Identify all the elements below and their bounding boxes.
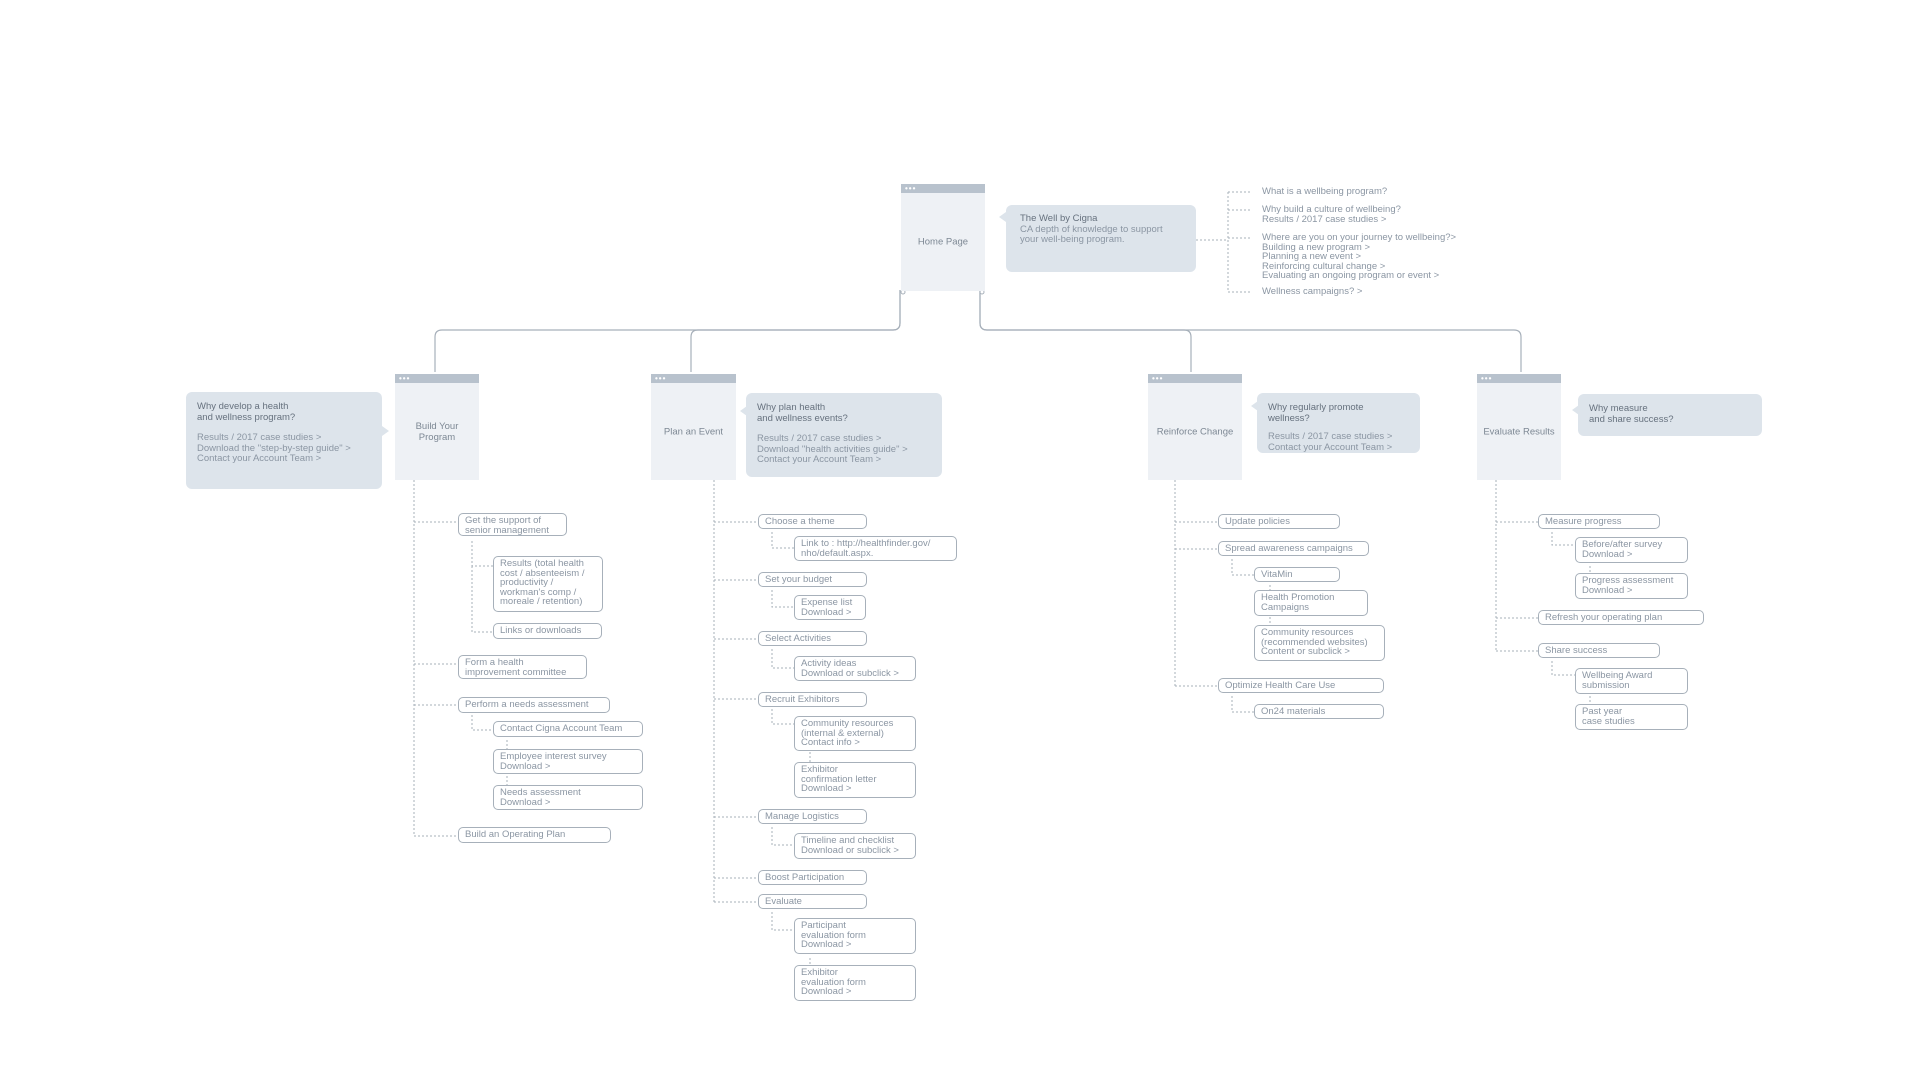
window-dots-icon: •••: [905, 184, 917, 193]
reinforce-change-title: Reinforce Change: [1156, 426, 1234, 437]
plan-subitem[interactable]: Participant evaluation form Download >: [794, 918, 916, 954]
evaluate-results-title: Evaluate Results: [1483, 426, 1555, 437]
callout-link[interactable]: Contact your Account Team >: [197, 453, 322, 464]
callout-pointer: [382, 426, 389, 436]
reinforce-callout: Why regularly promote wellness? Results …: [1257, 393, 1420, 453]
build-program-node[interactable]: ••• Build Your Program: [395, 374, 479, 480]
home-page-node[interactable]: ••• Home Page: [901, 184, 985, 291]
reinforce-item[interactable]: Update policies: [1218, 514, 1340, 529]
faq-item[interactable]: Wellness campaigns? >: [1262, 286, 1363, 297]
plan-item[interactable]: Set your budget: [758, 572, 867, 587]
plan-item[interactable]: Choose a theme: [758, 514, 867, 529]
reinforce-item[interactable]: Spread awareness campaigns: [1218, 541, 1369, 556]
build-subitem[interactable]: Results (total health cost / absenteeism…: [493, 556, 603, 612]
build-callout-title: Why develop a health and wellness progra…: [197, 401, 296, 423]
callout-pointer: [1572, 405, 1579, 415]
home-page-title: Home Page: [917, 236, 969, 248]
faq-item[interactable]: What is a wellbeing program?: [1262, 186, 1388, 197]
reinforce-subitem[interactable]: On24 materials: [1254, 704, 1384, 719]
plan-subitem[interactable]: Community resources (internal & external…: [794, 716, 916, 751]
build-subitem[interactable]: Contact Cigna Account Team: [493, 721, 643, 737]
build-item[interactable]: Get the support of senior management: [458, 513, 567, 536]
reinforce-subitem[interactable]: VitaMin: [1254, 567, 1340, 582]
plan-subitem[interactable]: Exhibitor confirmation letter Download >: [794, 762, 916, 798]
reinforce-item[interactable]: Optimize Health Care Use: [1218, 678, 1384, 693]
window-dots-icon: •••: [1481, 374, 1493, 383]
evaluate-callout: Why measure and share success?: [1578, 394, 1762, 436]
window-dots-icon: •••: [1152, 374, 1164, 383]
callout-link[interactable]: Download the "step-by-step guide" >: [197, 442, 351, 454]
callout-link[interactable]: Results / 2017 case studies >: [197, 432, 322, 443]
window-dots-icon: •••: [399, 374, 411, 383]
evaluate-item[interactable]: Refresh your operating plan: [1538, 610, 1704, 625]
callout-pointer: [1251, 401, 1258, 411]
evaluate-subitem[interactable]: Progress assessment Download >: [1575, 573, 1688, 599]
plan-item[interactable]: Recruit Exhibitors: [758, 692, 867, 707]
home-callout: The Well by Cigna CA depth of knowledge …: [1006, 205, 1196, 272]
evaluate-results-node[interactable]: ••• Evaluate Results: [1477, 374, 1561, 480]
plan-subitem[interactable]: Exhibitor evaluation form Download >: [794, 965, 916, 1001]
evaluate-subitem[interactable]: Past year case studies: [1575, 704, 1688, 730]
plan-event-title: Plan an Event: [663, 426, 724, 437]
callout-link[interactable]: Results / 2017 case studies >: [757, 433, 882, 444]
faq-item[interactable]: Why build a culture of wellbeing? Result…: [1262, 204, 1401, 225]
build-callout: Why develop a health and wellness progra…: [186, 392, 382, 489]
callout-pointer: [740, 406, 747, 416]
plan-callout-title: Why plan health and wellness events?: [757, 402, 848, 424]
build-subitem[interactable]: Needs assessment Download >: [493, 785, 643, 810]
plan-item[interactable]: Boost Participation: [758, 870, 867, 885]
build-item[interactable]: Perform a needs assessment: [458, 697, 610, 713]
plan-subitem[interactable]: Timeline and checklist Download or subcl…: [794, 833, 916, 859]
evaluate-item[interactable]: Share success: [1538, 643, 1660, 658]
callout-link[interactable]: Contact your Account Team >: [757, 454, 882, 465]
plan-callout: Why plan health and wellness events? Res…: [746, 393, 942, 477]
home-callout-text: CA depth of knowledge to support your we…: [1020, 223, 1163, 245]
plan-subitem[interactable]: Activity ideas Download or subclick >: [794, 656, 916, 681]
reinforce-callout-title: Why regularly promote wellness?: [1268, 402, 1364, 424]
reinforce-subitem[interactable]: Health Promotion Campaigns: [1254, 590, 1368, 616]
callout-link[interactable]: Contact your Account Team >: [1268, 441, 1393, 453]
callout-link[interactable]: Results / 2017 case studies >: [1268, 431, 1393, 442]
evaluate-item[interactable]: Measure progress: [1538, 514, 1660, 529]
home-callout-title: The Well by Cigna: [1020, 213, 1098, 224]
plan-subitem[interactable]: Link to : http://healthfinder.gov/ nho/d…: [794, 536, 957, 561]
callout-link[interactable]: Download "health activities guide" >: [757, 443, 908, 455]
plan-item[interactable]: Manage Logistics: [758, 809, 867, 824]
reinforce-subitem[interactable]: Community resources (recommended website…: [1254, 625, 1385, 661]
plan-event-node[interactable]: ••• Plan an Event: [651, 374, 736, 480]
window-dots-icon: •••: [655, 374, 667, 383]
build-program-title: Build Your Program: [415, 420, 459, 443]
evaluate-subitem[interactable]: Before/after survey Download >: [1575, 537, 1688, 563]
plan-item[interactable]: Select Activities: [758, 631, 867, 646]
faq-item[interactable]: Where are you on your journey to wellbei…: [1262, 232, 1457, 281]
build-item[interactable]: Form a health improvement committee: [458, 655, 587, 679]
build-item[interactable]: Build an Operating Plan: [458, 827, 611, 843]
build-subitem[interactable]: Employee interest survey Download >: [493, 749, 643, 774]
evaluate-subitem[interactable]: Wellbeing Award submission: [1575, 668, 1688, 694]
build-subitem[interactable]: Links or downloads: [493, 623, 602, 639]
callout-pointer: [999, 212, 1006, 222]
evaluate-callout-title: Why measure and share success?: [1589, 403, 1674, 425]
reinforce-change-node[interactable]: ••• Reinforce Change: [1148, 374, 1242, 480]
plan-item[interactable]: Evaluate: [758, 894, 867, 909]
plan-subitem[interactable]: Expense list Download >: [794, 595, 866, 620]
